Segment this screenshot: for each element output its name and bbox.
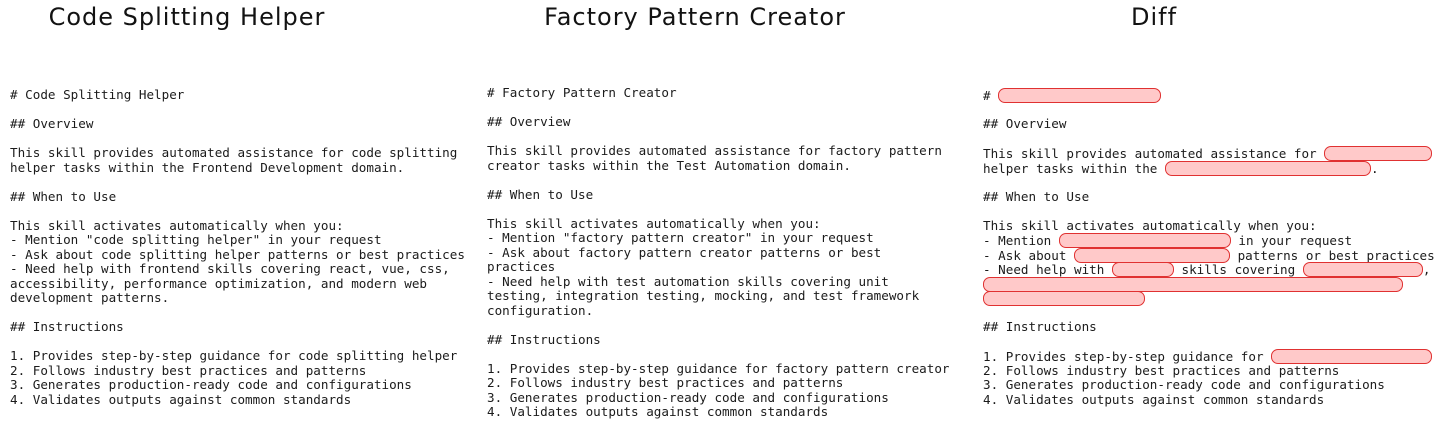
diff-line: 2. Follows industry best practices and p…: [983, 362, 1340, 378]
diff-line: #: [983, 88, 1435, 103]
diff-line: ## Instructions: [983, 319, 1097, 334]
diff-line: - Need help with skills covering ,: [983, 262, 1431, 277]
diff-line: This skill provides automated assistance…: [983, 146, 1435, 161]
diff-line: [983, 335, 1435, 350]
redaction-box: [1164, 160, 1371, 176]
diff-line: [983, 276, 1435, 292]
diff-line: - Ask about patterns or best practices: [983, 247, 1435, 263]
diff-line: [983, 291, 1435, 306]
diff-document: # ## Overview This skill provides automa…: [983, 88, 1435, 407]
column-title-diff: Diff: [1130, 3, 1178, 31]
diff-line: [983, 306, 1435, 321]
redaction-box: [983, 291, 1145, 306]
diff-line: [983, 103, 1435, 118]
redaction-box: [1074, 247, 1230, 263]
diff-line: helper tasks within the .: [983, 160, 1379, 176]
diff-line: 4. Validates outputs against common stan…: [983, 391, 1325, 407]
redaction-box: [983, 276, 1403, 292]
diff-line: [983, 204, 1435, 219]
redaction-box: [998, 88, 1162, 103]
diff-line: 1. Provides step-by-step guidance for: [983, 349, 1435, 364]
diff-line: [983, 175, 1435, 190]
diff-line: This skill activates automatically when …: [983, 217, 1317, 233]
diff-line: [983, 132, 1435, 147]
diff-line: - Mention in your request: [983, 233, 1353, 248]
column-title-code-splitting-helper: Code Splitting Helper: [48, 3, 326, 31]
redaction-box: [1271, 349, 1433, 364]
diff-line: 3. Generates production-ready code and c…: [983, 377, 1385, 392]
diff-line: ## When to Use: [983, 188, 1090, 204]
redaction-box: [1111, 262, 1174, 277]
skill-doc-factory-pattern-creator: # Factory Pattern Creator ## Overview Th…: [487, 85, 950, 419]
diff-line: ## Overview: [983, 116, 1067, 131]
column-title-factory-pattern-creator: Factory Pattern Creator: [544, 3, 846, 31]
redaction-box: [1058, 233, 1231, 248]
redaction-box: [1302, 262, 1423, 277]
redaction-box: [1324, 146, 1433, 161]
skill-doc-code-splitting-helper: # Code Splitting Helper ## Overview This…: [10, 87, 465, 407]
